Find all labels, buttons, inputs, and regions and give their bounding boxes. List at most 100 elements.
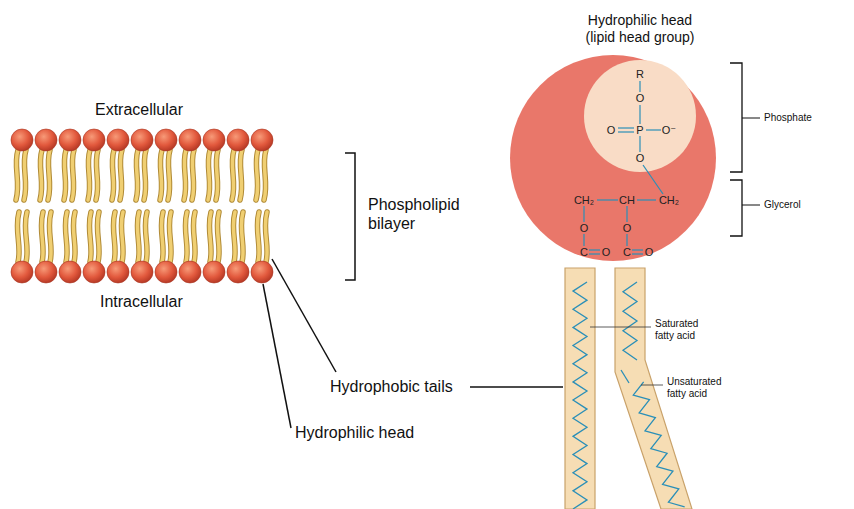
chemical-bond [632,249,643,250]
lipid-tail [137,212,139,262]
part-label: Phospholipid bilayer [368,195,480,233]
leader-line [742,118,760,119]
lipid-tail [113,212,115,262]
lipid-tail [72,150,74,200]
lipid-head [107,261,129,283]
atom-symbol: O [623,223,632,234]
chemical-bond [583,206,584,222]
chemical-bond [637,199,656,200]
lipid-tail [96,150,98,200]
head-group-circle [510,55,716,261]
lipid-tail [88,150,90,200]
lipid-head [227,129,249,151]
region-label: Intracellular [100,292,183,311]
lipid-head [251,261,273,283]
lipid-head [11,261,33,283]
lipid-tail [241,212,243,262]
lipid-tail [16,150,18,200]
lipid-tail [96,150,98,200]
lipid-head [83,261,105,283]
lipid-tail [209,212,211,262]
glycerol-bracket [730,180,742,236]
lipid-tail [184,150,186,200]
atom-symbol: CH [619,195,635,206]
lipid-tail [265,212,267,262]
lipid-tail [120,150,122,200]
lipid-head [179,261,201,283]
carbon-chain [573,282,587,509]
lipid-tail [25,212,27,262]
chemical-bond [589,253,600,254]
lipid-tail [48,150,50,200]
lipid-tail [145,212,147,262]
leader-line [641,385,663,386]
lipid-tail [233,212,235,262]
region-label: Extracellular [95,100,183,119]
lipid-tail [265,212,267,262]
lipid-tail [257,212,259,262]
lipid-tail [192,150,194,200]
lipid-head [155,129,177,151]
lipid-tail [161,212,163,262]
lipid-tail [112,150,114,200]
leader-line [470,386,563,388]
lipid-tail [112,150,114,200]
lipid-tail [161,212,163,262]
atom-symbol: C [623,247,631,258]
lipid-tail [65,212,67,262]
atom-symbol: O [636,153,645,164]
leader-line [590,327,651,328]
lipid-tail [168,150,170,200]
lipid-tail [264,150,266,200]
leader-line [742,205,760,206]
lipid-tail [168,150,170,200]
lipid-tail [208,150,210,200]
lipid-tail [64,150,66,200]
chemical-bond [646,129,661,130]
lipid-head [203,261,225,283]
lipid-tail [121,212,123,262]
lipid-tail [264,150,266,200]
lipid-tail [208,150,210,200]
chemical-bond [626,234,627,246]
lipid-head [131,129,153,151]
lipid-tail [88,150,90,200]
lipid-tail [145,212,147,262]
chemical-bond [618,131,634,132]
lipid-head [59,261,81,283]
lipid-tail [216,150,218,200]
lipid-tail [136,150,138,200]
part-label: Saturated fatty acid [655,318,715,342]
lipid-tail [160,150,162,200]
lipid-head [155,261,177,283]
lipid-tail [144,150,146,200]
chemical-bond [589,249,600,250]
lipid-tail [192,150,194,200]
lipid-tail [136,150,138,200]
lipid-head [59,129,81,151]
part-label: Glycerol [764,199,801,211]
atom-symbol: CH₂ [659,195,679,206]
leader-line [263,284,291,428]
lipid-head [83,129,105,151]
lipid-tail [24,150,26,200]
chemical-bond [639,81,640,92]
lipid-tail [256,150,258,200]
lipid-tail [65,212,67,262]
part-label: Hydrophilic head [295,423,414,442]
atom-symbol: CH₂ [574,195,594,206]
lipid-tail [24,150,26,200]
lipid-head [35,129,57,151]
lipid-tail [49,212,51,262]
lipid-tail [121,212,123,262]
heading: Hydrophilic head (lipid head group) [574,12,706,46]
leader-line [272,259,336,372]
lipid-tail [120,150,122,200]
lipid-tail [16,150,18,200]
lipid-head [107,129,129,151]
lipid-tail [185,212,187,262]
lipid-tail [41,212,43,262]
lipid-tail [40,150,42,200]
